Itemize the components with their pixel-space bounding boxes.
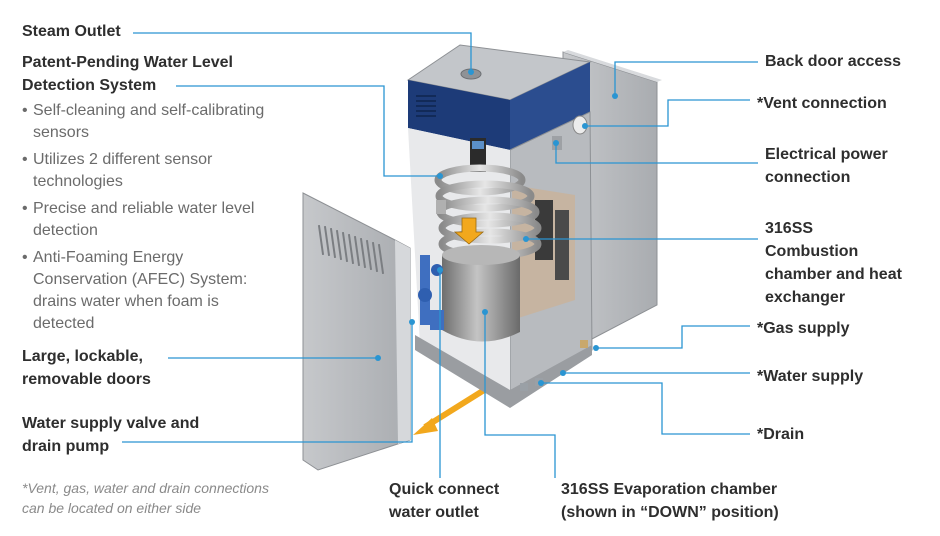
label-electrical-2: connection <box>765 169 851 186</box>
label-gas-supply: *Gas supply <box>757 320 850 337</box>
bullet-line: Utilizes 2 different sensor <box>33 151 213 168</box>
bullet-line: sensors <box>33 124 90 141</box>
footnote-line-2: can be located on either side <box>22 500 202 516</box>
label-quick-connect-1: Quick connect <box>389 481 500 498</box>
label-combustion-4: exchanger <box>765 289 846 306</box>
label-steam-outlet: Steam Outlet <box>22 23 121 40</box>
label-supply-valve-1: Water supply valve and <box>22 415 200 432</box>
label-electrical-1: Electrical power <box>765 146 888 163</box>
label-combustion-2: Combustion <box>765 243 859 260</box>
label-supply-valve-2: drain pump <box>22 438 110 455</box>
label-vent-connection: *Vent connection <box>757 95 887 112</box>
bullet-dot: • <box>22 151 28 168</box>
front-door-panel <box>302 192 411 471</box>
bullet-line: Self-cleaning and self-calibrating <box>33 102 265 119</box>
bullet-line: drains water when foam is <box>33 293 219 310</box>
bullet-line: Conservation (AFEC) System: <box>33 271 248 288</box>
label-drain: *Drain <box>757 426 805 443</box>
bullet-dot: • <box>22 102 28 119</box>
bullet-afec-system: • Anti-Foaming Energy Conservation (AFEC… <box>22 247 248 335</box>
bullet-line: Precise and reliable water level <box>33 200 255 217</box>
label-combustion-3: chamber and heat <box>765 266 902 283</box>
bullet-dot: • <box>22 249 28 266</box>
heat-exchanger-coil <box>434 164 542 260</box>
label-evaporation-chamber-1: 316SS Evaporation chamber <box>561 481 778 498</box>
label-back-door: Back door access <box>765 53 902 70</box>
bullet-line: detection <box>33 222 98 239</box>
leader-lines <box>122 32 758 478</box>
label-water-level-title-1: Patent-Pending Water Level <box>22 54 233 71</box>
bullet-self-cleaning: • Self-cleaning and self-calibrating sen… <box>22 100 265 144</box>
footnote-line-1: *Vent, gas, water and drain connections <box>22 480 269 496</box>
label-combustion-1: 316SS <box>765 220 814 237</box>
bullet-precise-detection: • Precise and reliable water level detec… <box>22 198 255 242</box>
label-water-supply: *Water supply <box>757 368 864 385</box>
label-large-doors-2: removable doors <box>22 371 151 388</box>
bullet-line: detected <box>33 315 95 332</box>
label-evaporation-chamber-2: (shown in “DOWN” position) <box>561 504 779 521</box>
label-large-doors-1: Large, lockable, <box>22 348 143 365</box>
evaporation-tank <box>442 245 520 342</box>
bullet-dot: • <box>22 200 28 217</box>
bullet-line: Anti-Foaming Energy <box>33 249 184 266</box>
label-water-level-title-2: Detection System <box>22 77 157 94</box>
bullet-sensor-technologies: • Utilizes 2 different sensor technologi… <box>22 149 213 193</box>
label-quick-connect-2: water outlet <box>389 504 479 521</box>
bullet-line: technologies <box>33 173 123 190</box>
